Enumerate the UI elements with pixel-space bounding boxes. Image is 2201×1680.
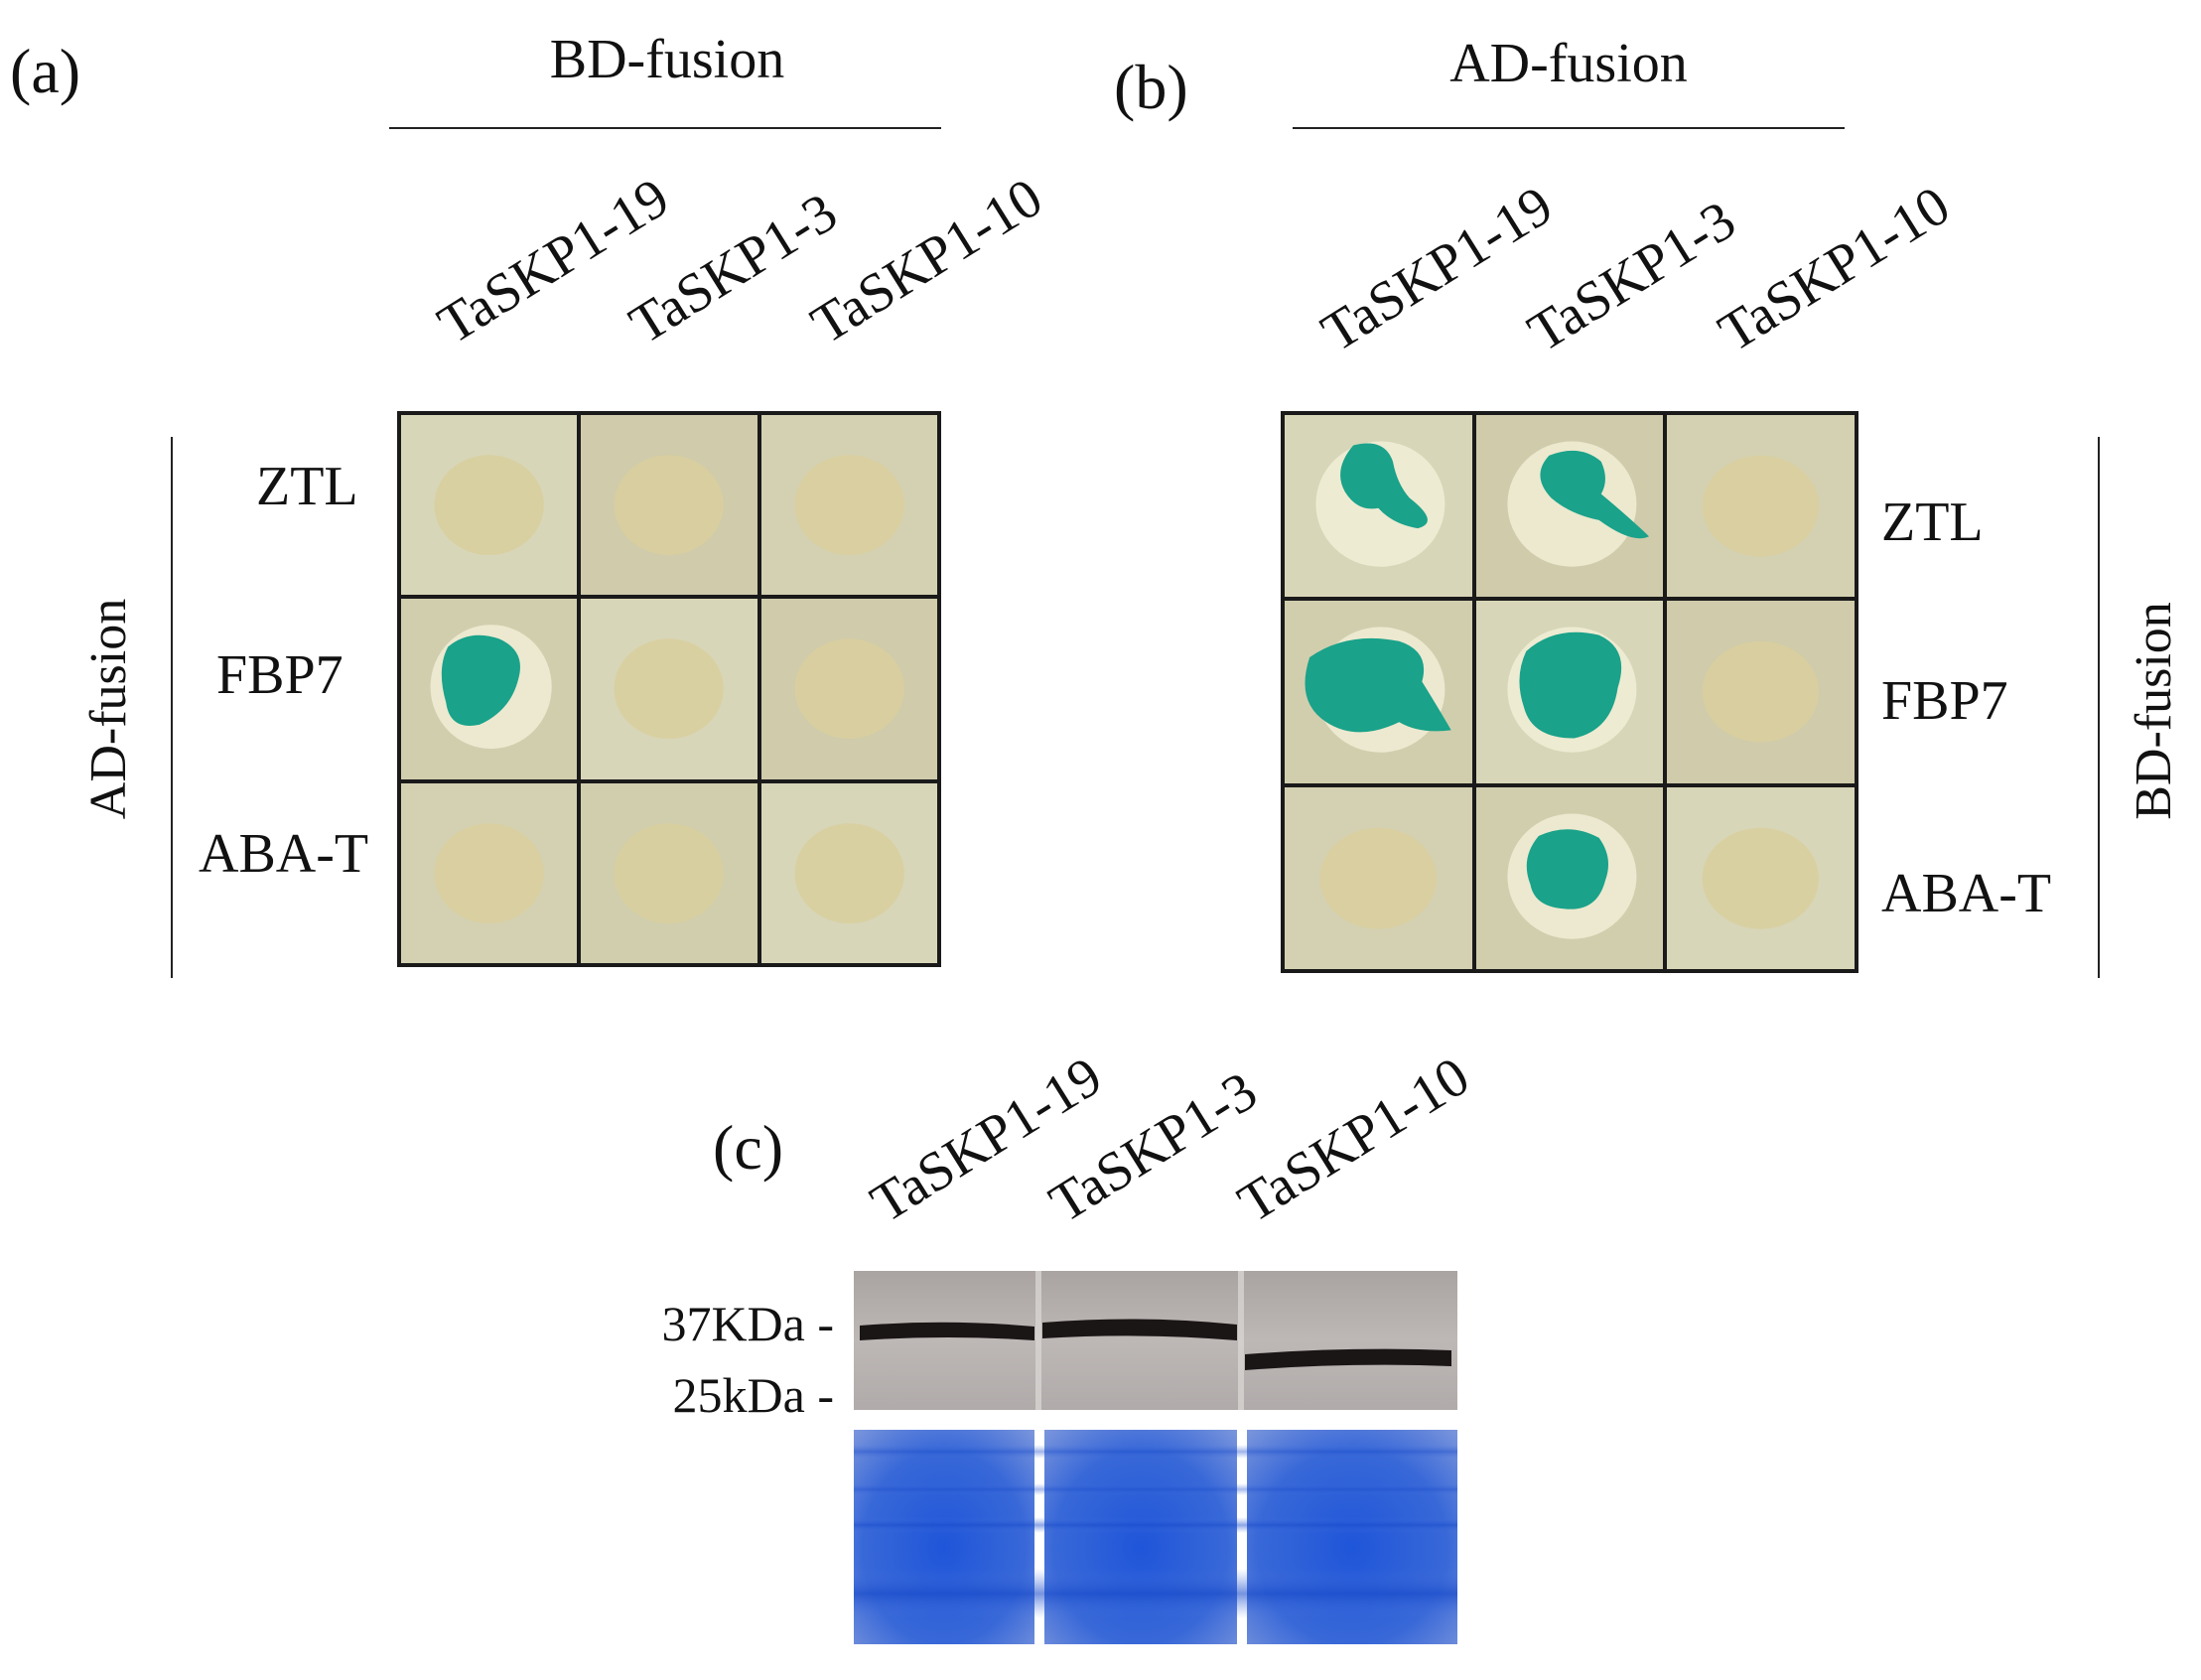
colony-spot-icon — [1702, 641, 1820, 743]
colony-spot-icon — [1315, 441, 1445, 567]
plate-cell-b-r2-c1 — [1283, 599, 1474, 785]
plate-cell-a-r1-c2 — [579, 413, 759, 598]
plate-cell-b-r2-c2 — [1473, 599, 1666, 785]
positive-colony — [1526, 828, 1608, 910]
colony-spot-icon — [434, 455, 544, 556]
colony-spot-icon — [794, 822, 904, 923]
colony-spot-icon — [614, 638, 725, 740]
plate-cell-a-r1-c1 — [399, 413, 580, 598]
positive-colony — [1519, 632, 1621, 739]
colony-spot-icon — [794, 638, 904, 740]
panel-a-side-rule — [171, 437, 173, 978]
colony-spot-icon — [430, 625, 552, 750]
plate-cell-a-r3-c2 — [579, 780, 759, 965]
plate-cell-a-r2-c2 — [579, 597, 759, 781]
panel-b-side-rule — [2098, 437, 2100, 978]
panel-a-row-label-2: FBP7 — [216, 644, 344, 706]
colony-spot-icon — [1507, 627, 1637, 754]
panel-a-side-title: AD-fusion — [80, 598, 137, 820]
negative-colony — [434, 455, 544, 556]
band-lane-2 — [1042, 1319, 1237, 1340]
panel-b-row-label-1: ZTL — [1881, 491, 1984, 553]
panel-a-col-label-3: TaSKP1-10 — [800, 166, 1053, 356]
panel-a-top-title: BD-fusion — [549, 29, 785, 90]
colony-spot-icon — [1319, 827, 1438, 929]
western-blot-figure — [854, 1271, 1457, 1644]
colony-spot-icon — [614, 455, 725, 556]
colony-spot-icon — [1507, 441, 1649, 567]
panel-a-row-label-1: ZTL — [256, 456, 358, 517]
panel-b-col-label-1: TaSKP1-19 — [1310, 174, 1564, 364]
positive-colony — [441, 635, 520, 727]
positive-colony — [1340, 443, 1428, 529]
plate-cell-b-r3-c3 — [1665, 784, 1857, 971]
negative-colony — [794, 638, 904, 740]
plate-cell-a-r3-c3 — [758, 780, 939, 965]
band-lane-1 — [860, 1322, 1034, 1340]
positive-colony — [1540, 450, 1649, 539]
negative-colony — [614, 822, 725, 923]
panel-b-top-rule — [1293, 127, 1845, 129]
western-membrane — [854, 1271, 1457, 1410]
panel-b-row-label-3: ABA-T — [1881, 863, 2052, 924]
colony-spot-icon — [1507, 813, 1637, 939]
negative-colony — [614, 638, 725, 740]
plate-cell-b-r1-c1 — [1283, 413, 1474, 600]
plate-cell-a-r2-c1 — [399, 597, 580, 781]
panel-c-lane-label-3: TaSKP1-10 — [1227, 1045, 1480, 1235]
plate-cell-a-r3-c1 — [399, 780, 580, 965]
plate-cell-b-r1-c3 — [1665, 413, 1857, 600]
negative-colony — [794, 455, 904, 556]
panel-a-label: (a) — [10, 36, 81, 106]
plate-cell-b-r3-c2 — [1473, 784, 1666, 971]
marker-25kda-label: 25kDa - — [672, 1367, 834, 1423]
panel-a-row-label-3: ABA-T — [199, 823, 369, 885]
marker-37kda-label: 37KDa - — [661, 1296, 834, 1351]
negative-colony — [1319, 827, 1438, 929]
panel-b-plate-grid — [1281, 411, 1858, 973]
panel-b-col-label-3: TaSKP1-10 — [1708, 174, 1961, 364]
negative-colony — [1702, 455, 1820, 557]
panel-b-label: (b) — [1114, 52, 1188, 122]
western-bands — [860, 1319, 1451, 1370]
colony-spot-icon — [614, 822, 725, 923]
plate-cell-a-r2-c3 — [758, 597, 939, 781]
colony-spot-icon — [1702, 455, 1820, 557]
negative-colony — [614, 455, 725, 556]
panel-a-plate-grid — [397, 411, 941, 967]
coomassie-gel — [854, 1428, 1457, 1644]
plate-cell-b-r3-c1 — [1283, 784, 1474, 971]
panel-b-top-title: AD-fusion — [1449, 33, 1688, 94]
plate-cell-a-r1-c3 — [758, 413, 939, 598]
negative-colony — [434, 822, 544, 923]
plate-cell-b-r2-c3 — [1665, 599, 1857, 785]
negative-colony — [1702, 827, 1820, 929]
colony-spot-icon — [1305, 627, 1451, 754]
negative-colony — [794, 822, 904, 923]
panel-b-row-label-2: FBP7 — [1881, 670, 2008, 732]
negative-colony — [1702, 641, 1820, 743]
band-lane-3 — [1245, 1348, 1451, 1370]
panel-b-side-title: BD-fusion — [2126, 602, 2182, 820]
panel-a-top-rule — [389, 127, 941, 129]
positive-colony — [1305, 638, 1451, 733]
plate-cell-b-r1-c2 — [1473, 413, 1666, 600]
panel-c-label: (c) — [713, 1112, 784, 1183]
colony-spot-icon — [794, 455, 904, 556]
colony-spot-icon — [434, 822, 544, 923]
colony-spot-icon — [1702, 827, 1820, 929]
